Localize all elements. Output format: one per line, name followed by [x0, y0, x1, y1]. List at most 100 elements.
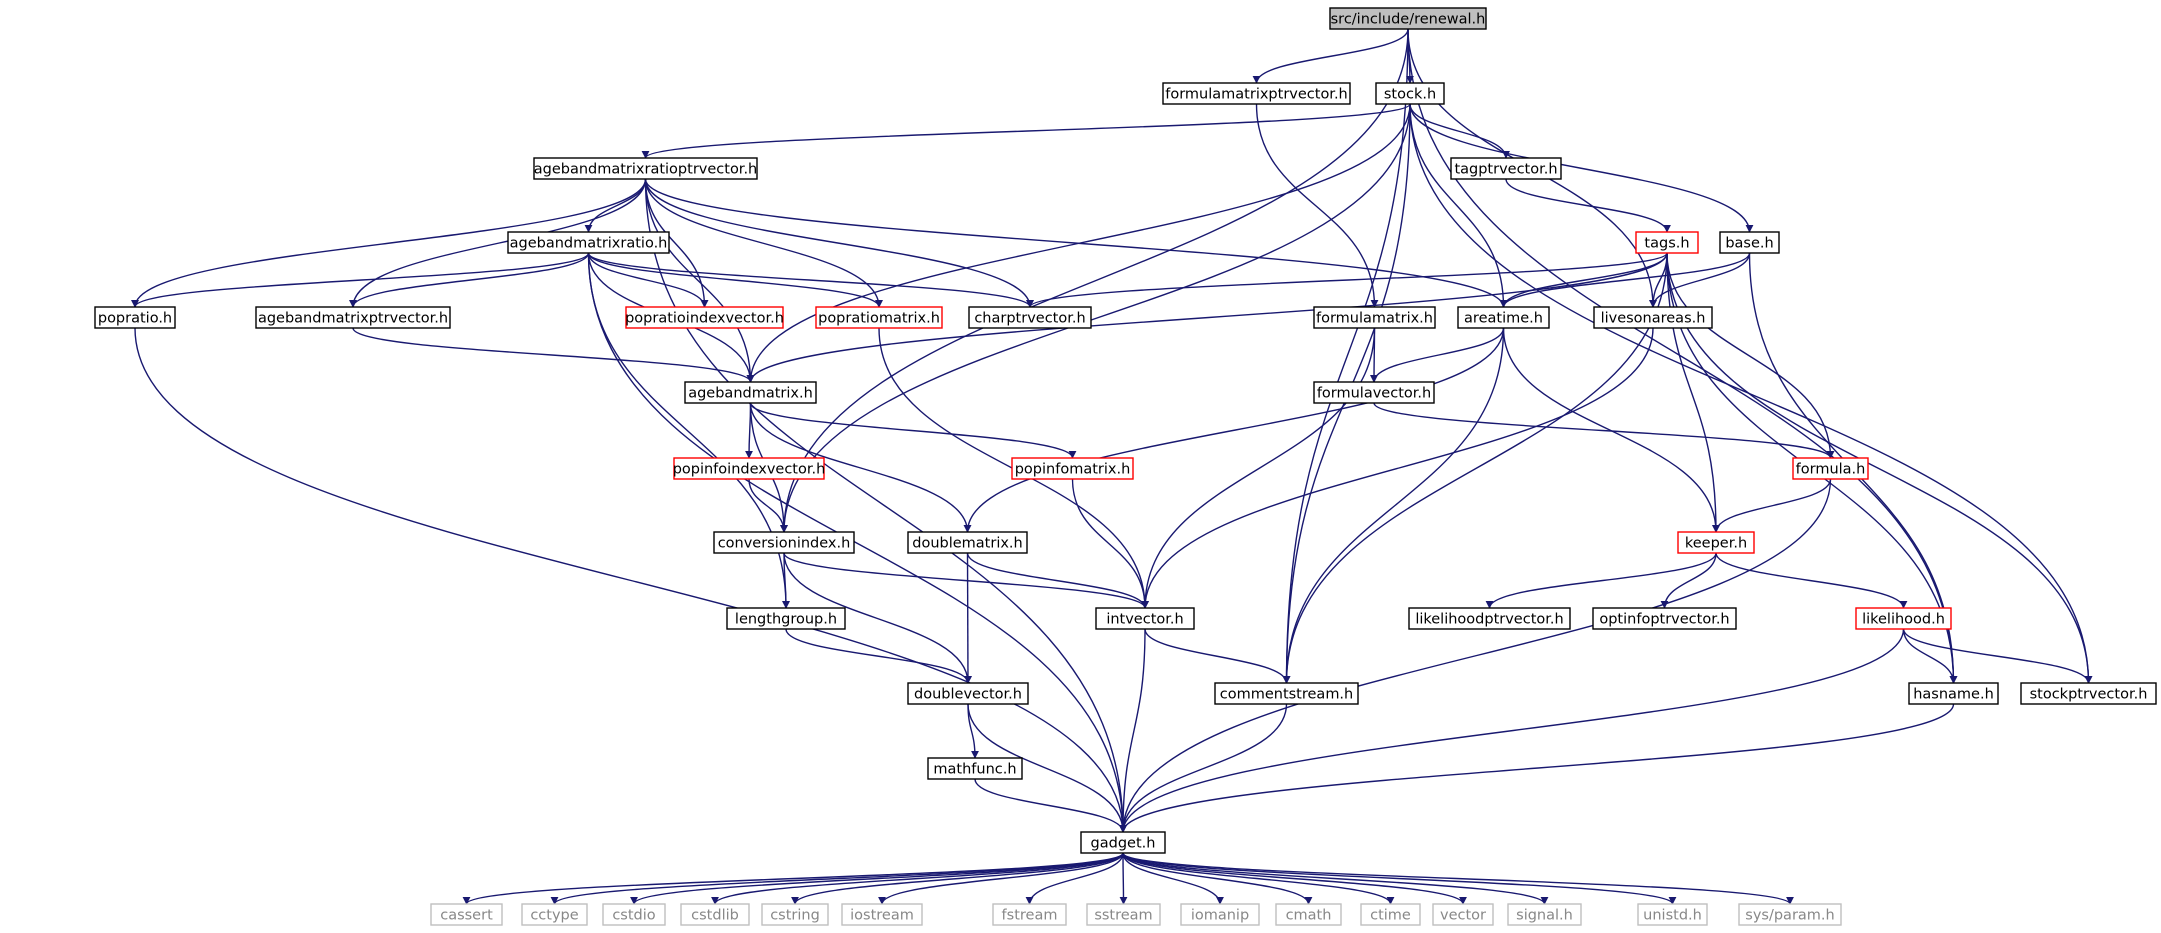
- node-box-cstdio: [602, 903, 666, 926]
- node-box-popratio: [94, 306, 176, 329]
- edge-gadget-to-cstdio: [630, 852, 1124, 905]
- node-box-intvector: [1095, 607, 1195, 630]
- node-box-popratiomatrix: [815, 306, 943, 329]
- node-label-agebandmatrixptrvector: agebandmatrixptrvector.h: [258, 311, 448, 327]
- node-agebandmatrixratio[interactable]: agebandmatrixratio.h: [507, 231, 670, 254]
- node-hasname[interactable]: hasname.h: [1908, 682, 1999, 705]
- node-renewal[interactable]: src/include/renewal.h: [1329, 7, 1487, 30]
- edge-stock-to-base: [1409, 103, 1754, 233]
- edge-intvector-to-gadget: [1119, 628, 1146, 833]
- node-label-renewal: src/include/renewal.h: [1331, 12, 1486, 28]
- edge-likelihood-to-gadget: [1119, 628, 1905, 833]
- node-box-cstring: [761, 903, 829, 926]
- node-agebandmatrixratioptrvector[interactable]: agebandmatrixratioptrvector.h: [533, 157, 758, 180]
- node-tagptrvector[interactable]: tagptrvector.h: [1450, 157, 1562, 180]
- node-base[interactable]: base.h: [1719, 231, 1780, 254]
- edge-agebandmatrixratioptrvector-to-gadget: [644, 178, 1127, 833]
- node-label-cstdlib: cstdlib: [691, 908, 739, 924]
- node-gadget[interactable]: gadget.h: [1080, 831, 1166, 854]
- edge-formula-to-keeper: [1712, 478, 1832, 533]
- edge-agebandmatrix-to-doublematrix: [749, 402, 972, 533]
- node-box-hasname: [1908, 682, 1999, 705]
- node-commentstream[interactable]: commentstream.h: [1214, 682, 1359, 705]
- edge-gadget-to-iostream: [878, 852, 1124, 905]
- node-cstring: cstring: [761, 903, 829, 926]
- edge-doublematrix-to-doublevector: [963, 552, 972, 684]
- node-charptrvector[interactable]: charptrvector.h: [968, 306, 1092, 329]
- node-stock[interactable]: stock.h: [1375, 82, 1445, 105]
- edge-agebandmatrixratioptrvector-to-areatime: [644, 178, 1508, 308]
- node-label-popinfoindexvector: popinfoindexvector.h: [673, 462, 826, 478]
- edge-areatime-to-keeper: [1502, 327, 1720, 533]
- node-box-charptrvector: [968, 306, 1092, 329]
- node-formulamatrixptrvector[interactable]: formulamatrixptrvector.h: [1162, 82, 1351, 105]
- node-box-formulamatrixptrvector: [1162, 82, 1351, 105]
- node-doublevector[interactable]: doublevector.h: [907, 682, 1029, 705]
- edge-gadget-to-signal: [1122, 852, 1549, 905]
- node-box-likelihoodptrvector: [1408, 607, 1571, 630]
- node-label-mathfunc: mathfunc.h: [933, 762, 1016, 778]
- node-label-formulamatrixptrvector: formulamatrixptrvector.h: [1165, 87, 1348, 103]
- node-popratioindexvector[interactable]: popratioindexvector.h: [625, 306, 784, 329]
- node-doublematrix[interactable]: doublematrix.h: [907, 531, 1028, 554]
- edge-popratio-to-gadget: [134, 327, 1127, 833]
- edge-gadget-to-vector: [1122, 852, 1467, 905]
- edge-doublevector-to-gadget: [967, 703, 1127, 833]
- edge-keeper-to-likelihoodptrvector: [1485, 552, 1717, 609]
- node-formulavector[interactable]: formulavector.h: [1313, 381, 1435, 404]
- edge-tags-to-charptrvector: [1026, 252, 1668, 308]
- node-label-cstdio: cstdio: [612, 908, 655, 924]
- edge-agebandmatrix-to-popinfomatrix: [749, 402, 1077, 459]
- node-label-likelihood: likelihood.h: [1862, 612, 1945, 628]
- node-popinfoindexvector[interactable]: popinfoindexvector.h: [673, 457, 826, 480]
- node-fstream: fstream: [992, 903, 1067, 926]
- node-signal: signal.h: [1507, 903, 1582, 926]
- node-label-optinfoptrvector: optinfoptrvector.h: [1599, 612, 1729, 628]
- edge-agebandmatrixratioptrvector-to-popratioindexvector: [644, 178, 709, 308]
- node-lengthgroup[interactable]: lengthgroup.h: [726, 607, 846, 630]
- node-agebandmatrixptrvector[interactable]: agebandmatrixptrvector.h: [255, 306, 451, 329]
- node-mathfunc[interactable]: mathfunc.h: [927, 757, 1023, 780]
- node-stockptrvector[interactable]: stockptrvector.h: [2020, 682, 2157, 705]
- node-intvector[interactable]: intvector.h: [1095, 607, 1195, 630]
- node-label-charptrvector: charptrvector.h: [974, 311, 1085, 327]
- node-formulamatrix[interactable]: formulamatrix.h: [1313, 306, 1436, 329]
- edge-likelihood-to-hasname: [1902, 628, 1958, 684]
- node-popratio[interactable]: popratio.h: [94, 306, 176, 329]
- node-optinfoptrvector[interactable]: optinfoptrvector.h: [1592, 607, 1737, 630]
- node-formula[interactable]: formula.h: [1792, 457, 1869, 480]
- edge-agebandmatrixratio-to-gadget: [587, 252, 1127, 833]
- node-likelihoodptrvector[interactable]: likelihoodptrvector.h: [1408, 607, 1571, 630]
- node-areatime[interactable]: areatime.h: [1457, 306, 1550, 329]
- node-sysparam: sys/param.h: [1738, 903, 1842, 926]
- node-label-agebandmatrix: agebandmatrix.h: [688, 386, 813, 402]
- node-cstdio: cstdio: [602, 903, 666, 926]
- edge-gadget-to-cstring: [791, 852, 1124, 905]
- node-keeper[interactable]: keeper.h: [1677, 531, 1755, 554]
- node-label-iomanip: iomanip: [1191, 908, 1249, 924]
- node-livesonareas[interactable]: livesonareas.h: [1593, 306, 1713, 329]
- node-box-unistd: [1637, 903, 1708, 926]
- node-label-stockptrvector: stockptrvector.h: [2030, 687, 2148, 703]
- edge-agebandmatrixratio-to-lengthgroup: [587, 252, 790, 609]
- node-box-tags: [1635, 231, 1699, 254]
- node-likelihood[interactable]: likelihood.h: [1855, 607, 1952, 630]
- node-box-agebandmatrixratioptrvector: [533, 157, 758, 180]
- node-ctime: ctime: [1360, 903, 1421, 926]
- edge-renewal-to-conversionindex: [780, 28, 1409, 533]
- node-label-cctype: cctype: [530, 908, 578, 924]
- node-conversionindex[interactable]: conversionindex.h: [713, 531, 855, 554]
- edge-agebandmatrixratioptrvector-to-popratiomatrix: [644, 178, 883, 308]
- node-box-cctype: [521, 903, 588, 926]
- node-label-doublematrix: doublematrix.h: [912, 536, 1023, 552]
- node-tags[interactable]: tags.h: [1635, 231, 1699, 254]
- node-box-iomanip: [1180, 903, 1260, 926]
- edge-agebandmatrixratioptrvector-to-popratio: [131, 178, 647, 308]
- edge-renewal-to-formulamatrixptrvector: [1252, 28, 1409, 84]
- node-agebandmatrix[interactable]: agebandmatrix.h: [684, 381, 817, 404]
- node-popratiomatrix[interactable]: popratiomatrix.h: [815, 306, 943, 329]
- node-popinfomatrix[interactable]: popinfomatrix.h: [1011, 457, 1134, 480]
- node-box-sysparam: [1738, 903, 1842, 926]
- edge-gadget-to-cstdlib: [711, 852, 1124, 905]
- edge-hasname-to-gadget: [1119, 703, 1955, 833]
